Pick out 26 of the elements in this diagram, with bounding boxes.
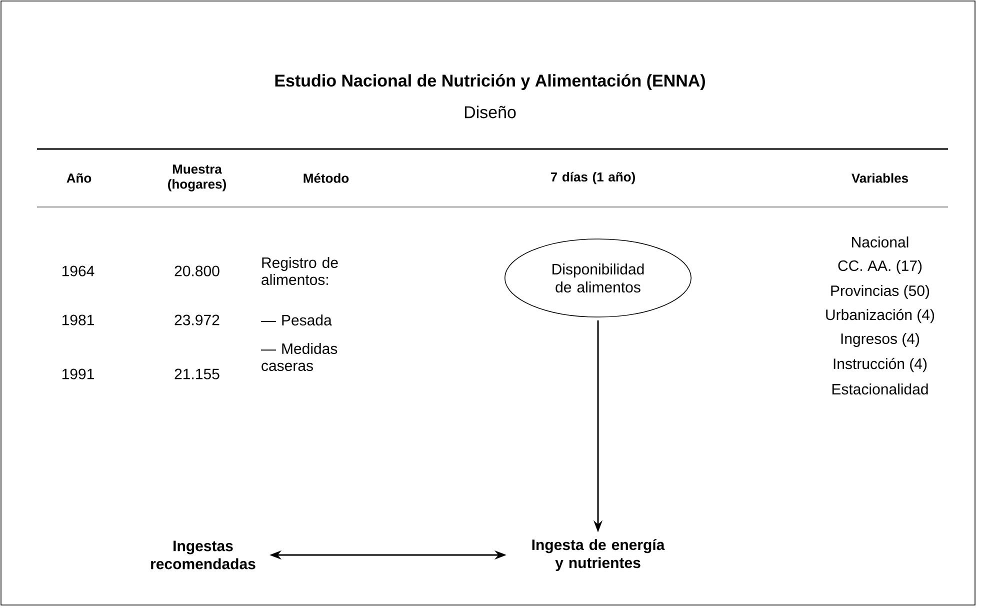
year-label: 1964 xyxy=(62,266,94,276)
column-header: Variables xyxy=(852,173,908,183)
sample-size: 21.155 xyxy=(174,368,220,380)
subtitle: Diseño xyxy=(464,106,516,118)
method-text: Registro de alimentos: xyxy=(262,257,338,285)
column-header: Método xyxy=(304,173,349,183)
variable-label: Ingresos (4) xyxy=(841,333,920,347)
sample-size: 23.972 xyxy=(174,314,220,326)
outcome-text: Ingestas recomendadas xyxy=(151,540,256,570)
variable-label: Estacionalidad xyxy=(832,384,928,394)
column-header: 7 días (1 año) xyxy=(550,172,635,184)
column-header: Año xyxy=(66,173,92,183)
year-label: 1981 xyxy=(62,314,94,326)
column-header: Muestra (hogares) xyxy=(168,164,226,192)
title: Estudio Nacional de Nutrición y Alimentación (ENNA) xyxy=(275,74,705,90)
variable-label: Urbanización (4) xyxy=(826,308,934,324)
ellipse-node: Disponibilidad de alimentos xyxy=(504,238,692,318)
variable-label: CC. AA. (17) xyxy=(838,260,922,274)
outcome-text: Ingesta de energía y nutrientes xyxy=(532,538,665,572)
sample-size: 20.800 xyxy=(174,266,220,276)
method-text: — Medidas caseras xyxy=(261,343,338,371)
method-text: — Pesada xyxy=(261,314,332,326)
variable-label: Nacional xyxy=(852,236,908,248)
year-label: 1991 xyxy=(62,368,94,380)
variable-label: Instrucción (4) xyxy=(834,358,927,372)
variable-label: Provincias (50) xyxy=(831,285,930,299)
